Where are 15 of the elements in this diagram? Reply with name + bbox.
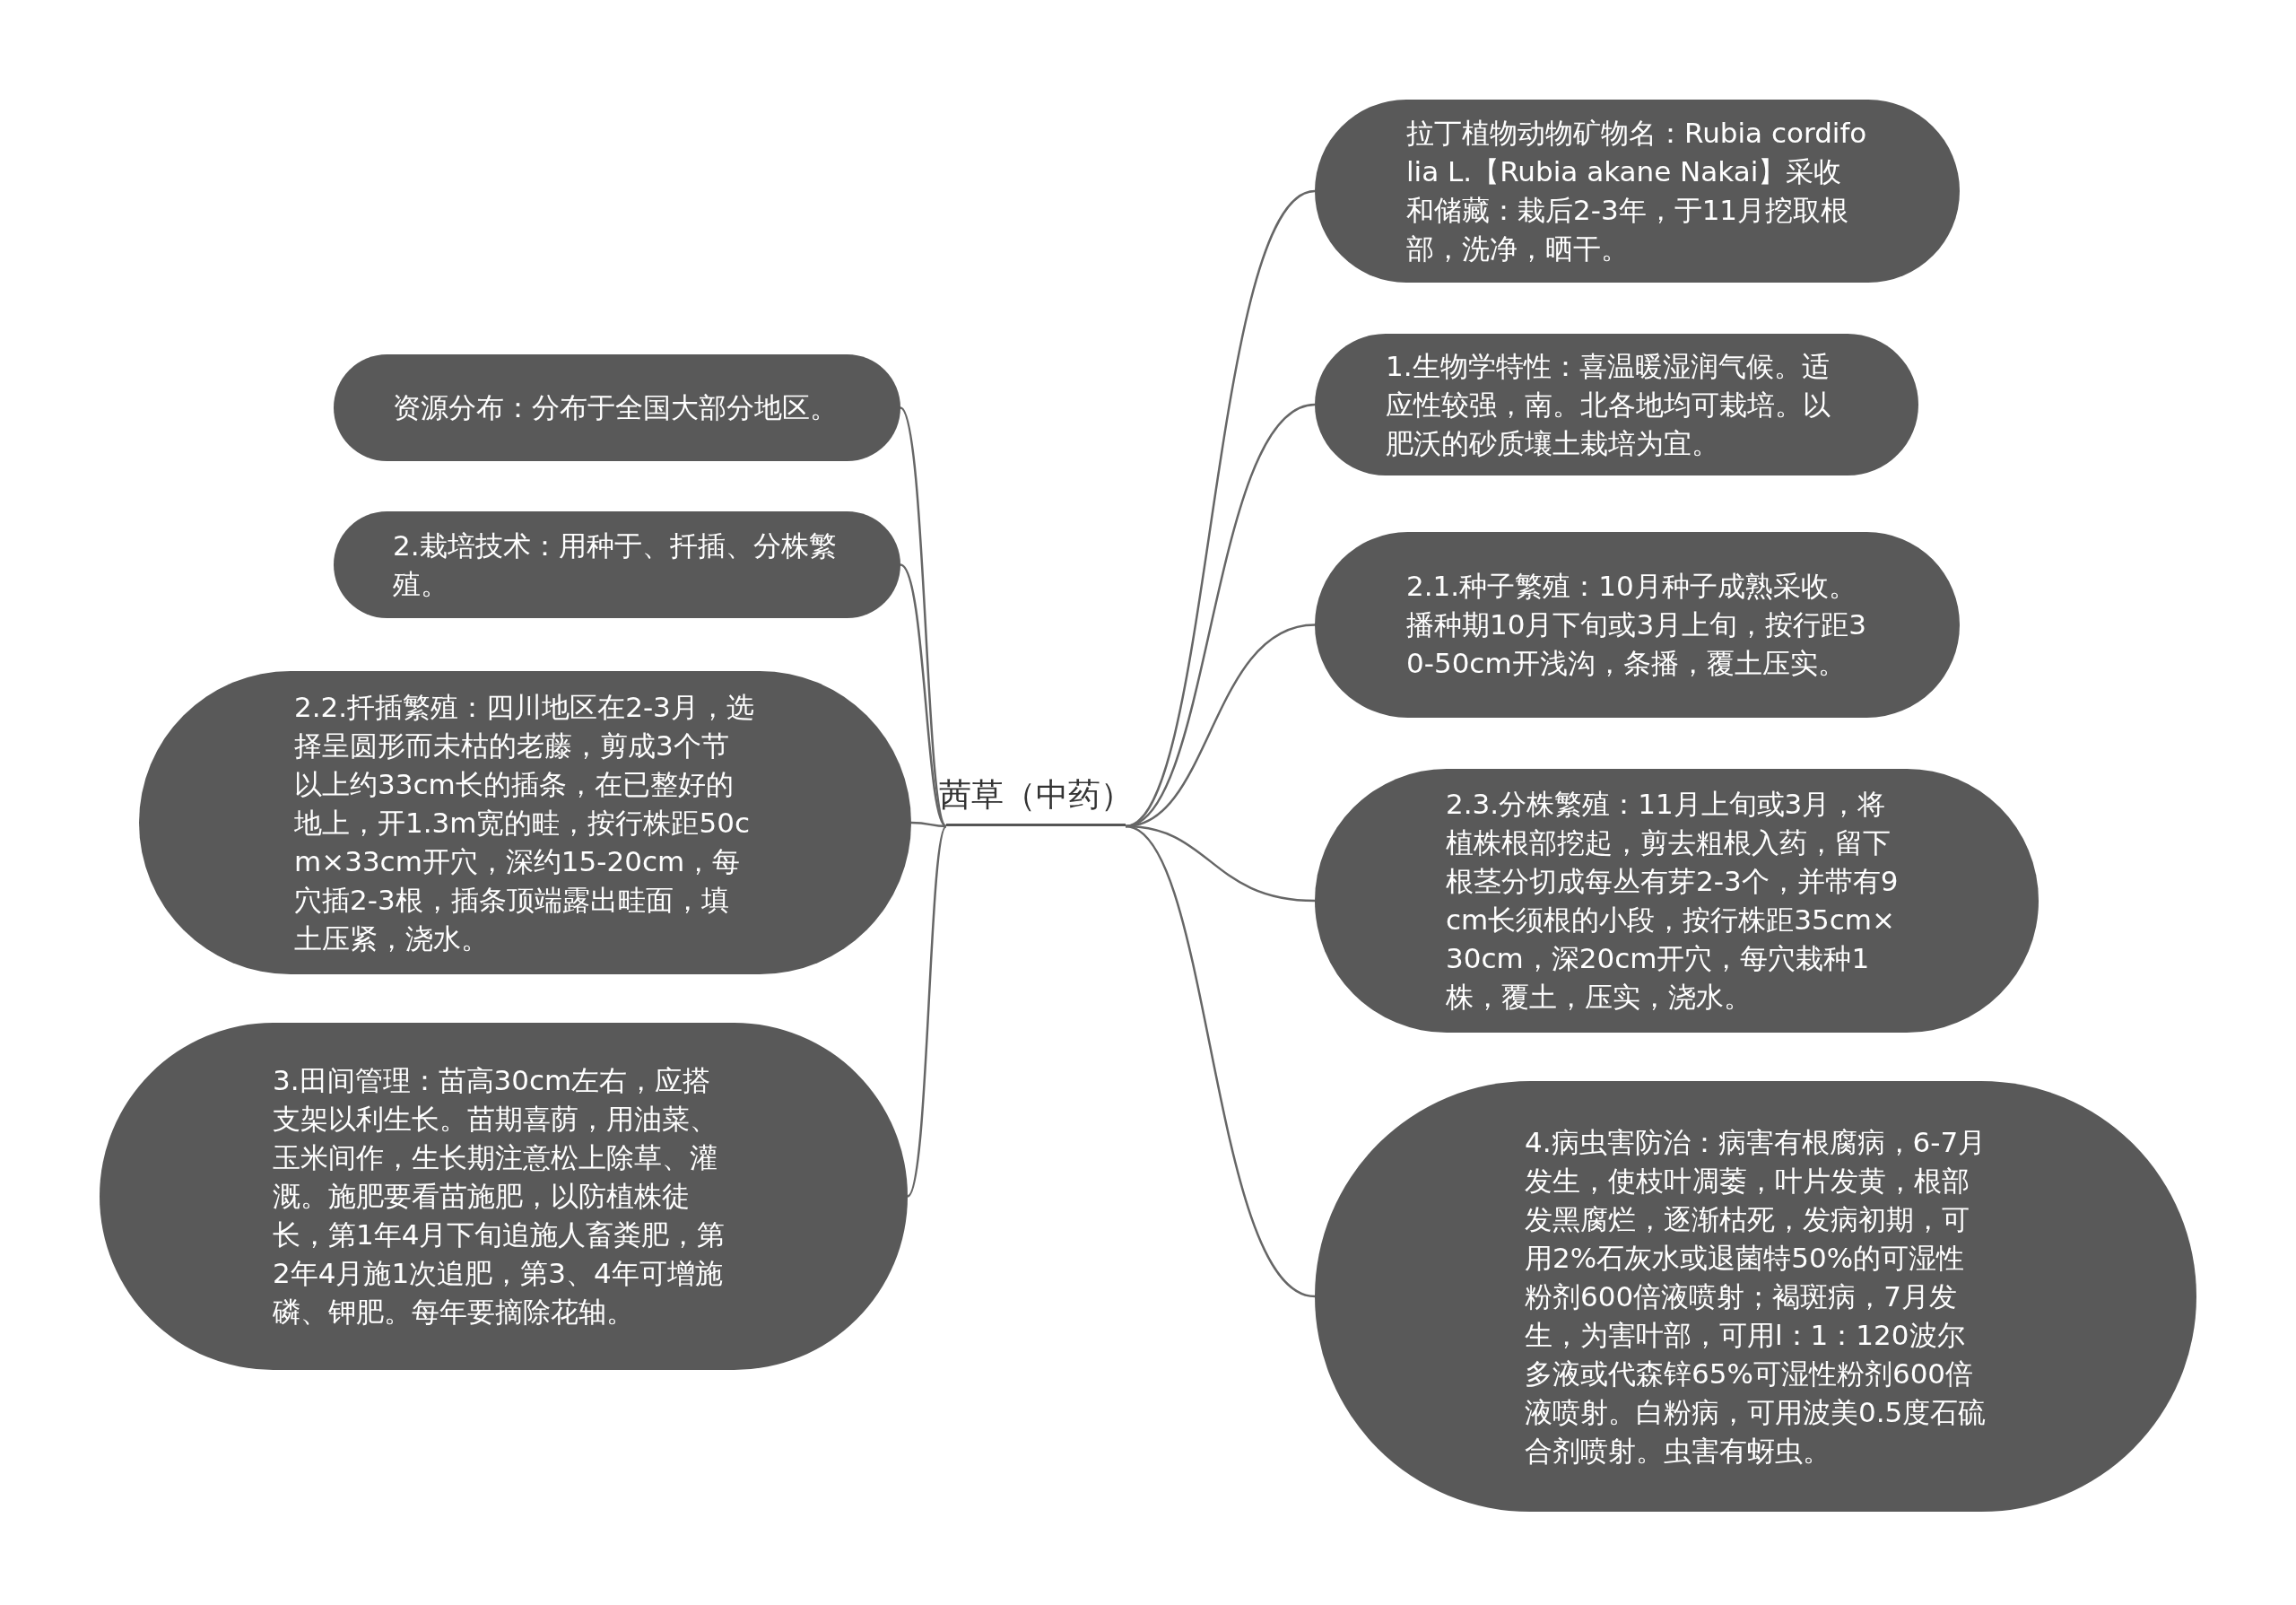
connector-line bbox=[911, 821, 947, 828]
topic-text: 4.病虫害防治：病害有根腐病，6-7月发生，使枝叶凋萎，叶片发黄，根部发黑腐烂，逐渐枯死，发病初期，可用2%石灰水或退菌特50%的可湿性粉剂600倍液喷射；褐斑病，7月发生，为害叶部，可用l：1：120波尔多液或代森锌65%可湿性粉剂600倍液喷射。白粉病，可用波美0.5度石硫合剂喷射。虫害有蚜虫。 bbox=[1525, 1124, 1987, 1469]
connector-line bbox=[906, 825, 948, 1198]
topic-text: 资源分布：分布于全国大部分地区。 bbox=[393, 390, 839, 425]
topic-text: 拉丁植物动物矿物名：Rubia cordifolia L.【Rubia akane Nakai】采收和储藏：栽后2-3年，于11月挖取根部，洗净，晒干。 bbox=[1406, 116, 1868, 266]
connector-line bbox=[1125, 189, 1316, 828]
topic-text: 1.生物学特性：喜温暖湿润气候。适应性较强，南。北各地均可栽培。以肥沃的砂质壤土栽培为宜。 bbox=[1386, 348, 1831, 461]
topic-text: 2.3.分株繁殖：11月上旬或3月，将植株根部挖起，剪去粗根入药，留下根茎分切成每丛有芽2-3个，并带有9cm长须根的小段，按行株距35cm×30cm，深20cm开穴，每穴栽种1株，覆土，压实，浇水。 bbox=[1446, 787, 1900, 1015]
connector-line bbox=[900, 563, 947, 827]
topic-text: 2.栽培技术：用种于、扦插、分株繁殖。 bbox=[393, 528, 838, 602]
topic-text: 2.1.种子繁殖：10月种子成熟采收。播种期10月下旬或3月上旬，按行距30-50cm开浅沟，条播，覆土压实。 bbox=[1406, 569, 1867, 681]
topic-title: 茜草（中药） bbox=[939, 775, 1133, 816]
topic-text: 2.2.扦插繁殖：四川地区在2-3月，选择呈圆形而未枯的老藤，剪成3个节以上约33cm长的插条，在已整好的地上，开1.3m宽的畦，按行株距50cm×33cm开穴，深约15-20cm，每穴插2-3根，插条顶端露出畦面，填土压紧，浇水。 bbox=[294, 689, 755, 956]
topic-text: 3.田间管理：苗高30cm左右，应搭支架以利生长。苗期喜荫，用油菜、玉米间作，生长期注意松上除草、灌溉。施肥要看苗施肥，以防植株徒长，第1年4月下旬追施人畜粪肥，第2年4月施1次追肥，第3、4年可增施磷、钾肥。每年要摘除花轴。 bbox=[273, 1063, 726, 1330]
connector-line bbox=[1125, 824, 1316, 1298]
